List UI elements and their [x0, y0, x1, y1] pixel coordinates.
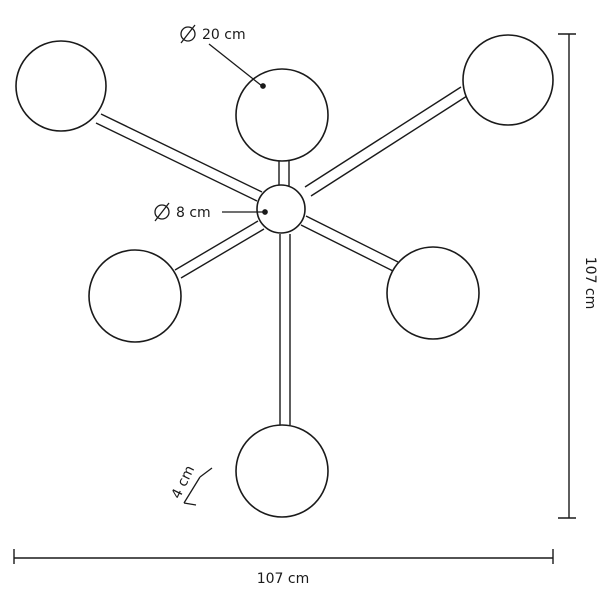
height-dimension-line: [558, 33, 576, 519]
globe-diameter-label: 20 cm: [202, 27, 246, 43]
arm-down: [279, 234, 291, 425]
globe-diameter-leader: [208, 43, 266, 89]
arm-upper-left: [95, 113, 263, 202]
width-label: 107 cm: [257, 571, 310, 587]
rod-width-label: 4 cm: [169, 463, 199, 501]
width-dimension-line: [13, 549, 554, 564]
diameter-symbol-icon: [154, 202, 170, 222]
arm-upper-right: [304, 86, 468, 197]
central-hub: [256, 184, 306, 234]
globe-top-left: [15, 40, 107, 132]
globe-mid-left: [88, 249, 182, 343]
hub-diameter-label: 8 cm: [176, 205, 211, 221]
globe-top-center: [235, 68, 329, 162]
rod-width-bracket: [183, 467, 213, 506]
arm-lower-right: [300, 215, 399, 272]
globe-top-right: [462, 34, 554, 126]
globe-mid-right: [386, 246, 480, 340]
arm-lower-left: [174, 220, 265, 279]
hub-diameter-leader: [222, 209, 268, 215]
diameter-symbol-icon: [180, 24, 196, 44]
arm-up: [278, 160, 290, 186]
globe-bottom: [235, 424, 329, 518]
height-label: 107 cm: [582, 257, 598, 310]
